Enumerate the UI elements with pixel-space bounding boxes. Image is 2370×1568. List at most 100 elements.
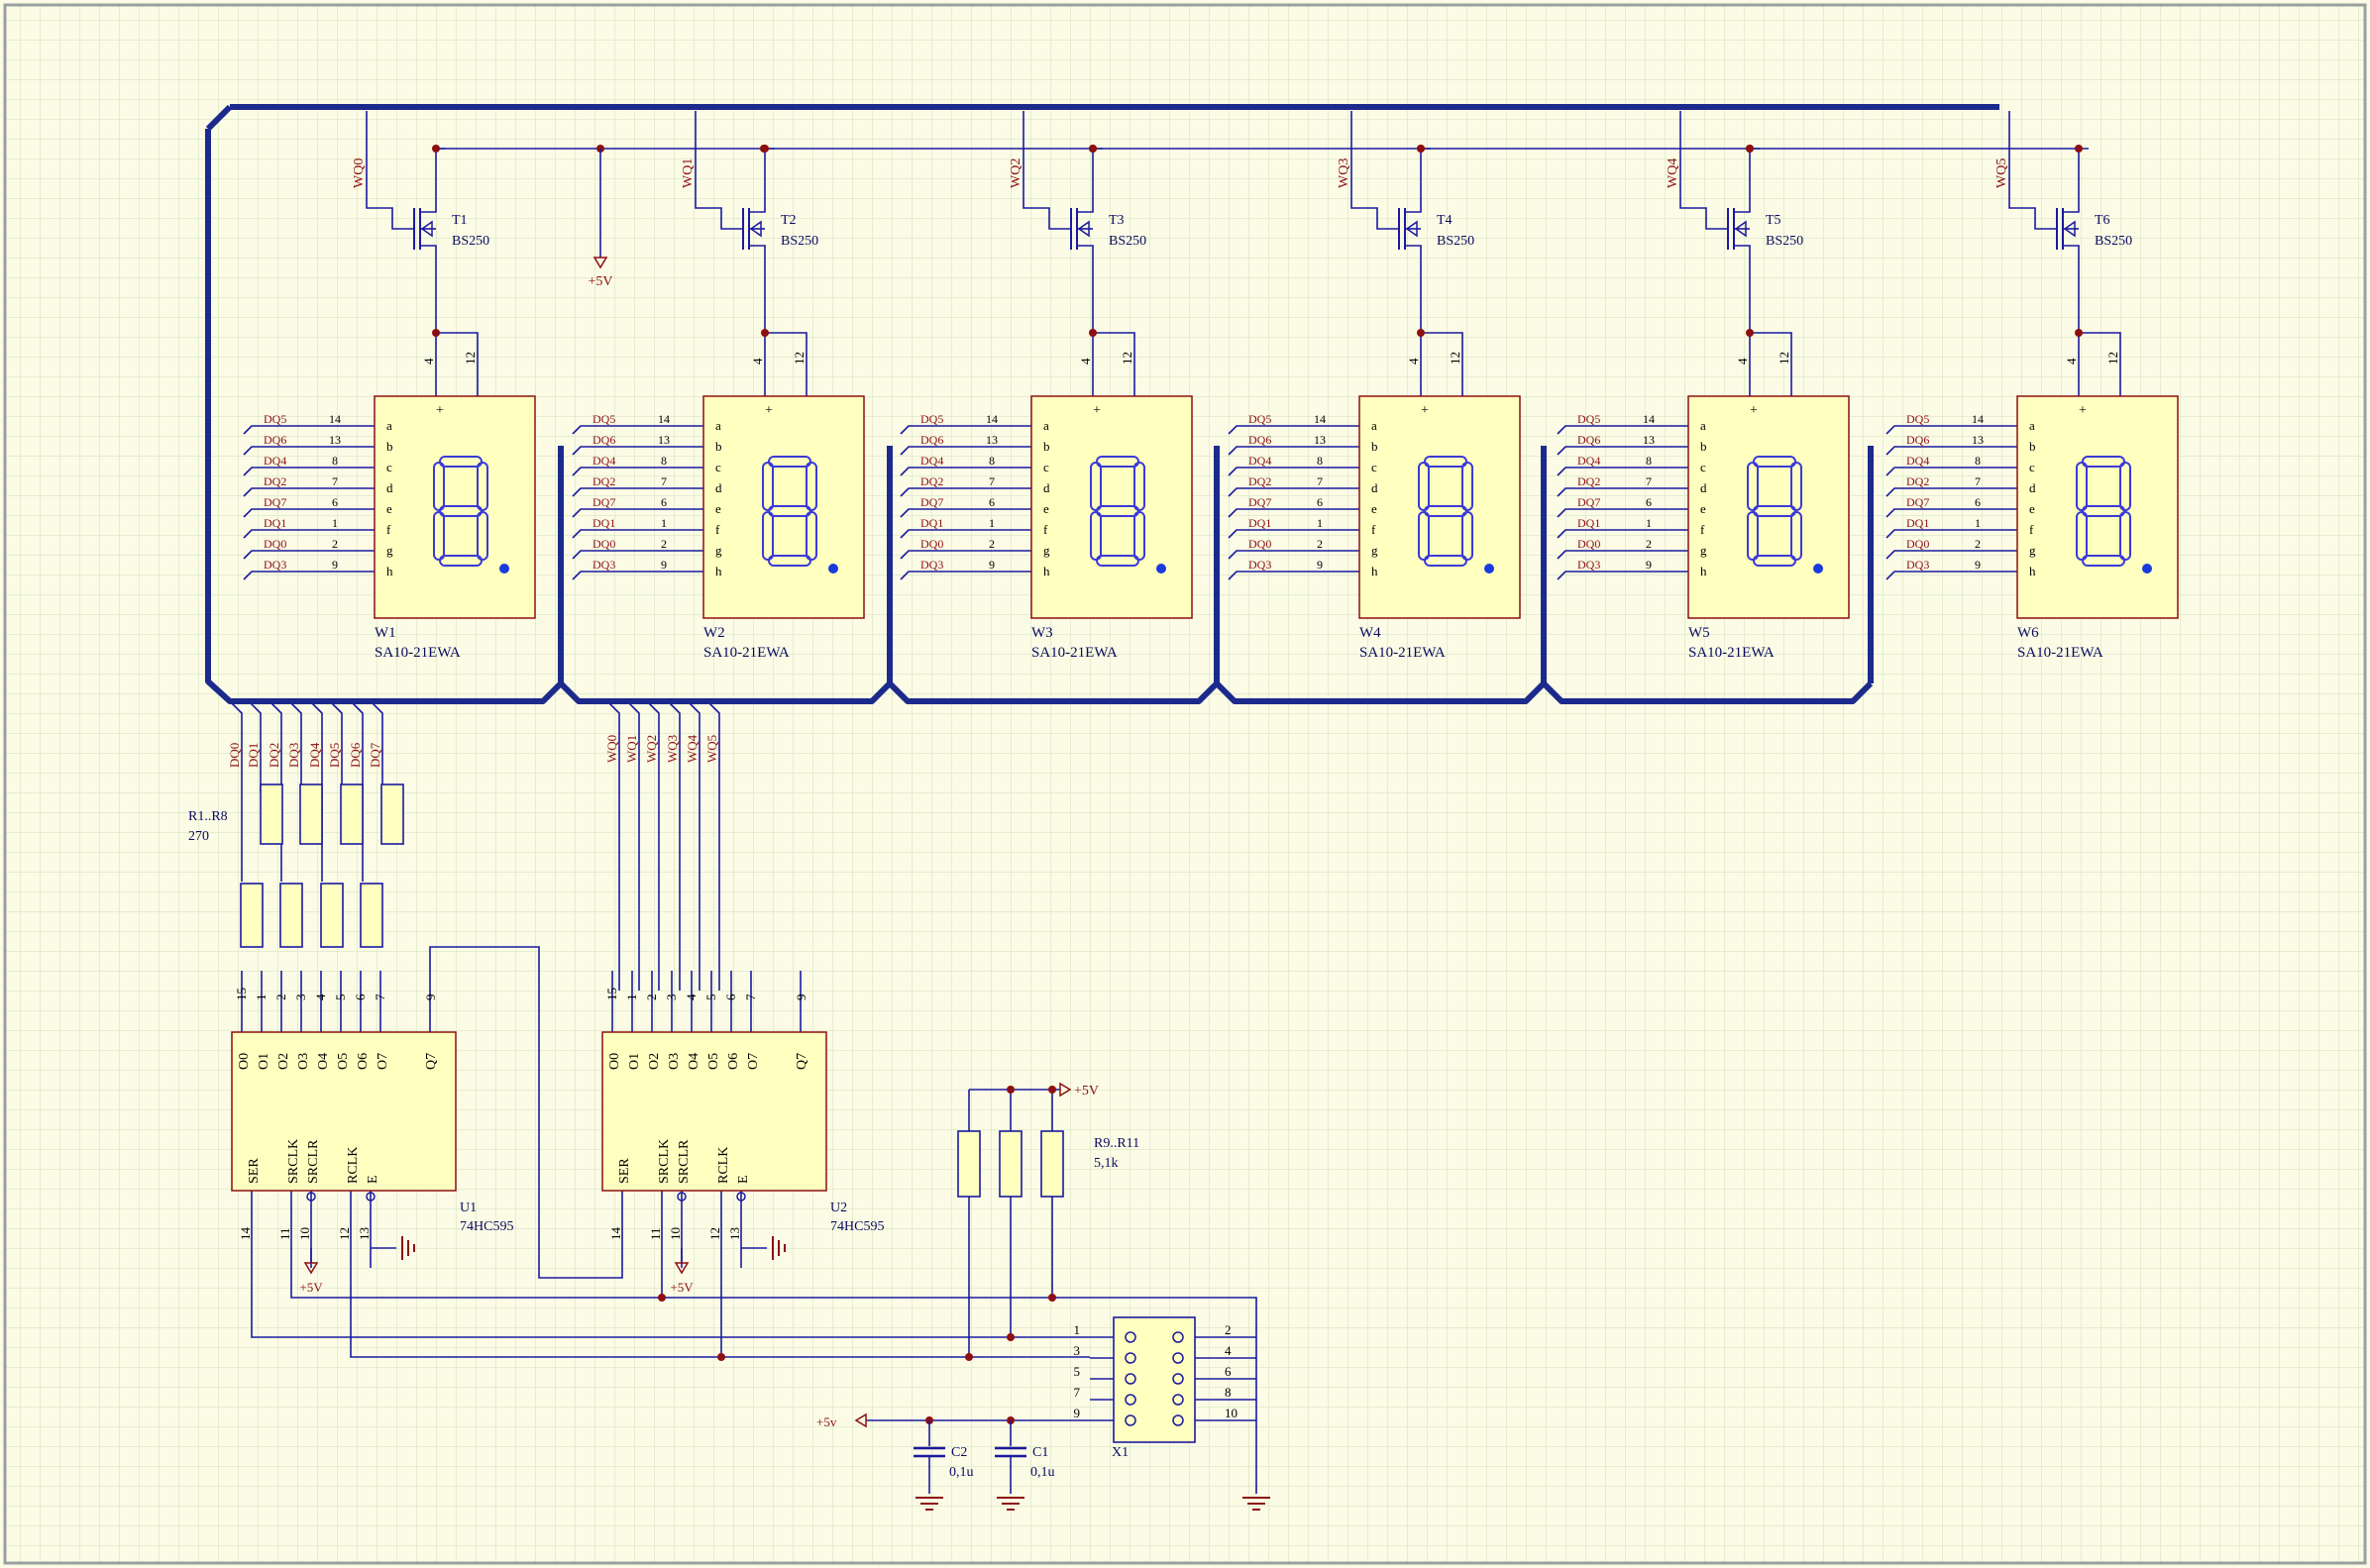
- segment-outline: [1753, 505, 1796, 517]
- segment-pin-wire: [900, 425, 1031, 435]
- segment-pin-wire: [1557, 446, 1688, 456]
- transistor-designator: T4: [1437, 213, 1453, 228]
- resistor-body: [320, 883, 344, 948]
- net-label: WQ3: [1337, 158, 1351, 188]
- net-label: DQ4: [1906, 454, 1929, 468]
- pin-number: 1: [1317, 516, 1323, 530]
- connector-body: [1113, 1316, 1196, 1443]
- net-label: DQ0: [227, 743, 242, 768]
- net-label: WQ0: [352, 158, 367, 188]
- pin-number: 14: [238, 1227, 253, 1241]
- chip-pin-label: Q7: [424, 1053, 439, 1070]
- junction-dot: [658, 1294, 666, 1302]
- power-arrow-icon: [303, 1262, 319, 1275]
- segment-pin-wire: [1885, 467, 2017, 476]
- segment-letter: b: [2029, 439, 2036, 454]
- net-label: DQ2: [592, 474, 615, 488]
- segment-outline: [768, 555, 811, 567]
- chip-pin-label: Q7: [795, 1053, 809, 1070]
- pin-number: 9: [1975, 558, 1981, 572]
- transistor-lead: [1405, 208, 1422, 213]
- net-label: DQ5: [264, 412, 286, 426]
- pin-number: 8: [1975, 454, 1981, 468]
- display-4: [1358, 395, 1521, 619]
- display-plus-label: +: [765, 403, 773, 418]
- pin-number: 6: [332, 495, 338, 509]
- transistor-part-number: BS250: [1109, 234, 1146, 249]
- transistor-lead: [2063, 245, 2080, 250]
- pin-number: 10: [668, 1227, 683, 1240]
- segment-pin-wire: [572, 487, 703, 497]
- net-label: DQ2: [1248, 474, 1271, 488]
- power-label: +5V: [670, 1280, 694, 1295]
- segment-outline: [1096, 505, 1139, 517]
- segment-letter: f: [2029, 522, 2034, 537]
- segment-letter: a: [1371, 418, 1377, 433]
- resistor-body: [957, 1130, 981, 1198]
- segment-outline: [1424, 505, 1467, 517]
- transistor-4: [1398, 208, 1422, 250]
- segment-letter: e: [386, 501, 392, 516]
- transistor-lead: [1077, 208, 1094, 213]
- chip-pin-label: O6: [726, 1053, 741, 1070]
- chip-pin-label: SER: [617, 1158, 632, 1184]
- segment-letter: e: [1700, 501, 1706, 516]
- segment-letter: f: [1700, 522, 1705, 537]
- chip-pin-label: RCLK: [716, 1147, 731, 1184]
- segment-pin-wire: [243, 508, 375, 518]
- dq-line: [248, 700, 262, 792]
- segment-letter: g: [386, 543, 393, 558]
- pin-number: 9: [661, 558, 667, 572]
- resistor-designator: R9..R11: [1094, 1136, 1139, 1151]
- transistor-part-number: BS250: [1766, 234, 1803, 249]
- chip-pin-label: SRCLR: [677, 1139, 692, 1184]
- pin-number: 13: [329, 433, 341, 447]
- power-label: +5v: [816, 1414, 837, 1429]
- pin-number: 1: [661, 516, 667, 530]
- net-label: DQ1: [920, 516, 943, 530]
- pin-number: 8: [989, 454, 995, 468]
- power-label: +5V: [299, 1280, 323, 1295]
- pin-number: 7: [989, 474, 995, 488]
- srclk-line: [290, 1268, 1257, 1317]
- shift-register-1: [231, 1031, 457, 1202]
- segment-letter: g: [2029, 543, 2036, 558]
- chip-pin-label: SRCLK: [286, 1139, 301, 1184]
- pin-number: 7: [1646, 474, 1652, 488]
- segment-outline: [439, 456, 483, 468]
- pin-number: 9: [794, 994, 808, 1001]
- chip-pin-label: O7: [746, 1053, 761, 1070]
- resistor-value: 270: [188, 829, 209, 844]
- junction-dot: [1007, 1333, 1015, 1341]
- display-part-number: SA10-21EWA: [1688, 645, 1775, 661]
- segment-letter: f: [1371, 522, 1376, 537]
- segment-letter: h: [1700, 564, 1707, 578]
- transistor-designator: T2: [781, 213, 797, 228]
- segment-letter: f: [1043, 522, 1048, 537]
- pin-number: 13: [727, 1227, 742, 1240]
- net-label: DQ3: [264, 558, 286, 572]
- segment-letter: h: [2029, 564, 2036, 578]
- pin-number: 9: [1317, 558, 1323, 572]
- segment-outline: [433, 511, 445, 561]
- chip-pin-label: O3: [296, 1053, 311, 1070]
- segment-outline: [1090, 511, 1102, 561]
- pin-number: 12: [337, 1227, 352, 1240]
- net-label: DQ7: [592, 495, 615, 509]
- net-label: DQ5: [1906, 412, 1929, 426]
- net-label: DQ5: [920, 412, 943, 426]
- segment-pin-wire: [572, 571, 703, 580]
- transistor-part-number: BS250: [1437, 234, 1474, 249]
- inversion-bubble: [306, 1192, 316, 1202]
- pin-number: 14: [986, 412, 998, 426]
- pin-number: 3: [664, 994, 679, 1001]
- capacitor-value: 0,1u: [949, 1465, 974, 1480]
- connector-pin-icon: [1125, 1331, 1136, 1343]
- net-label: DQ1: [246, 743, 261, 768]
- pin-number: 1: [1074, 1322, 1081, 1337]
- pin-number: 6: [989, 495, 995, 509]
- pin-number: 7: [1975, 474, 1981, 488]
- pin-number: 2: [644, 994, 659, 1001]
- connector-pin-icon: [1172, 1373, 1184, 1385]
- pin-number: 9: [989, 558, 995, 572]
